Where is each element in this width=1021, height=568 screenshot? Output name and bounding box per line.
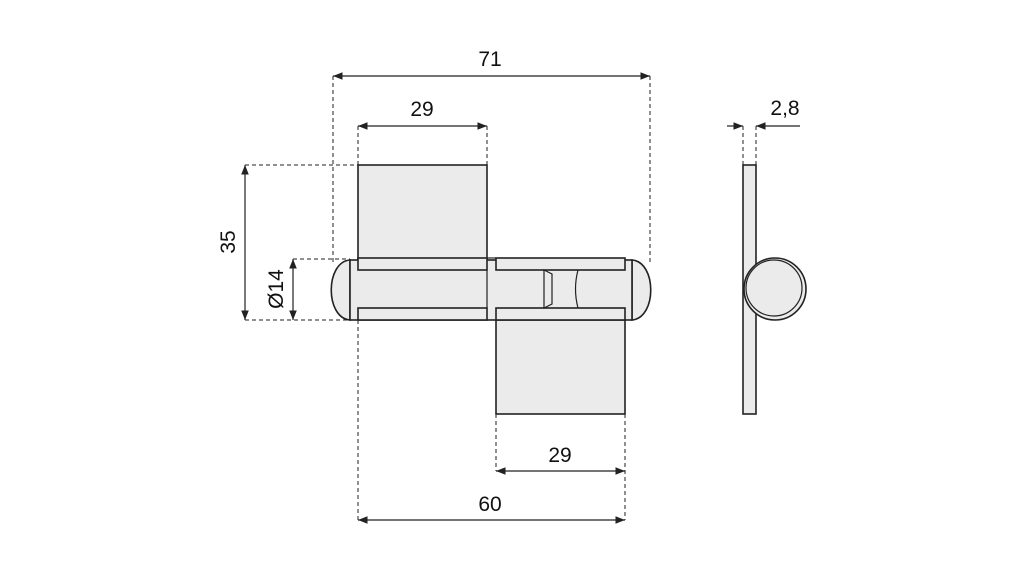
- hinge-front-view: [330, 164, 652, 415]
- barrel-side-inner: [745, 259, 803, 317]
- hinge-side-view: [742, 164, 807, 415]
- top-knuckle-strip-left: [357, 257, 488, 271]
- bottom-leaf: [495, 307, 626, 415]
- extension-lines: [245, 76, 757, 520]
- pin-groove: [574, 269, 579, 309]
- pin-tip: [543, 269, 553, 309]
- dim-bottom-leaf-width: 29: [548, 444, 571, 467]
- barrel-left-cap: [330, 259, 351, 321]
- dim-overall-width: 71: [478, 48, 501, 71]
- top-knuckle-strip-right: [495, 257, 626, 271]
- barrel-side-outer: [743, 257, 807, 321]
- bottom-knuckle-strip-left: [357, 307, 488, 321]
- dim-height: 35: [217, 230, 240, 253]
- dim-thickness: 2,8: [770, 97, 799, 120]
- dim-barrel-diameter: Ø14: [265, 269, 288, 309]
- dim-leaves-span: 60: [478, 493, 501, 516]
- dim-top-leaf-width: 29: [410, 98, 433, 121]
- dimensions: 71 29 35 Ø14 29 60 2,8: [217, 48, 800, 524]
- barrel-right-cap: [631, 259, 652, 321]
- bottom-knuckle-strip-right: [495, 307, 626, 321]
- top-leaf: [357, 164, 488, 261]
